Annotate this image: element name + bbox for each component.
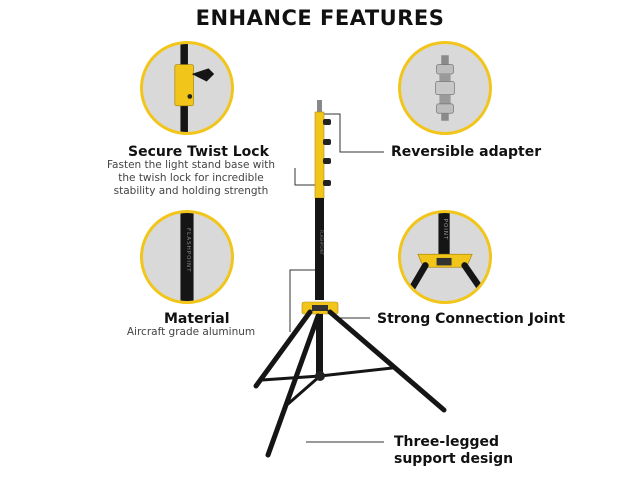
twist-lock-desc-line: Fasten the light stand base with — [106, 159, 276, 171]
material-image: FLASHPOINT — [180, 213, 194, 301]
twist-lock-description: Fasten the light stand base with the twi… — [101, 159, 281, 198]
twist-lock-desc-line: the twish lock for incredible — [118, 172, 264, 184]
twist-lock-image — [174, 44, 215, 132]
twist-lock-desc-line: stability and holding strength — [113, 185, 269, 197]
legs-title: Three-legged support design — [394, 434, 513, 468]
material-brand-text: FLASHPOINT — [185, 228, 191, 273]
material-badge: FLASHPOINT — [140, 210, 234, 304]
adapter-title: Reversible adapter — [391, 144, 542, 160]
joint-title: Strong Connection Joint — [377, 311, 566, 327]
pole-brand-text: FLASHPOINT — [319, 230, 324, 256]
adapter-image — [435, 55, 455, 121]
joint-image: POINT — [403, 213, 489, 301]
joint-badge: POINT — [398, 210, 492, 304]
joint-brand-text: POINT — [442, 219, 448, 241]
material-description: Aircraft grade aluminum — [126, 326, 256, 338]
legs-title-line: Three-legged — [394, 434, 500, 450]
page-title: ENHANCE FEATURES — [195, 6, 445, 30]
twist-lock-title: Secure Twist Lock — [128, 144, 269, 160]
twist-lock-badge — [140, 41, 234, 135]
adapter-badge — [398, 41, 492, 135]
legs-title-line: support design — [394, 451, 514, 467]
material-title: Material — [164, 311, 230, 327]
